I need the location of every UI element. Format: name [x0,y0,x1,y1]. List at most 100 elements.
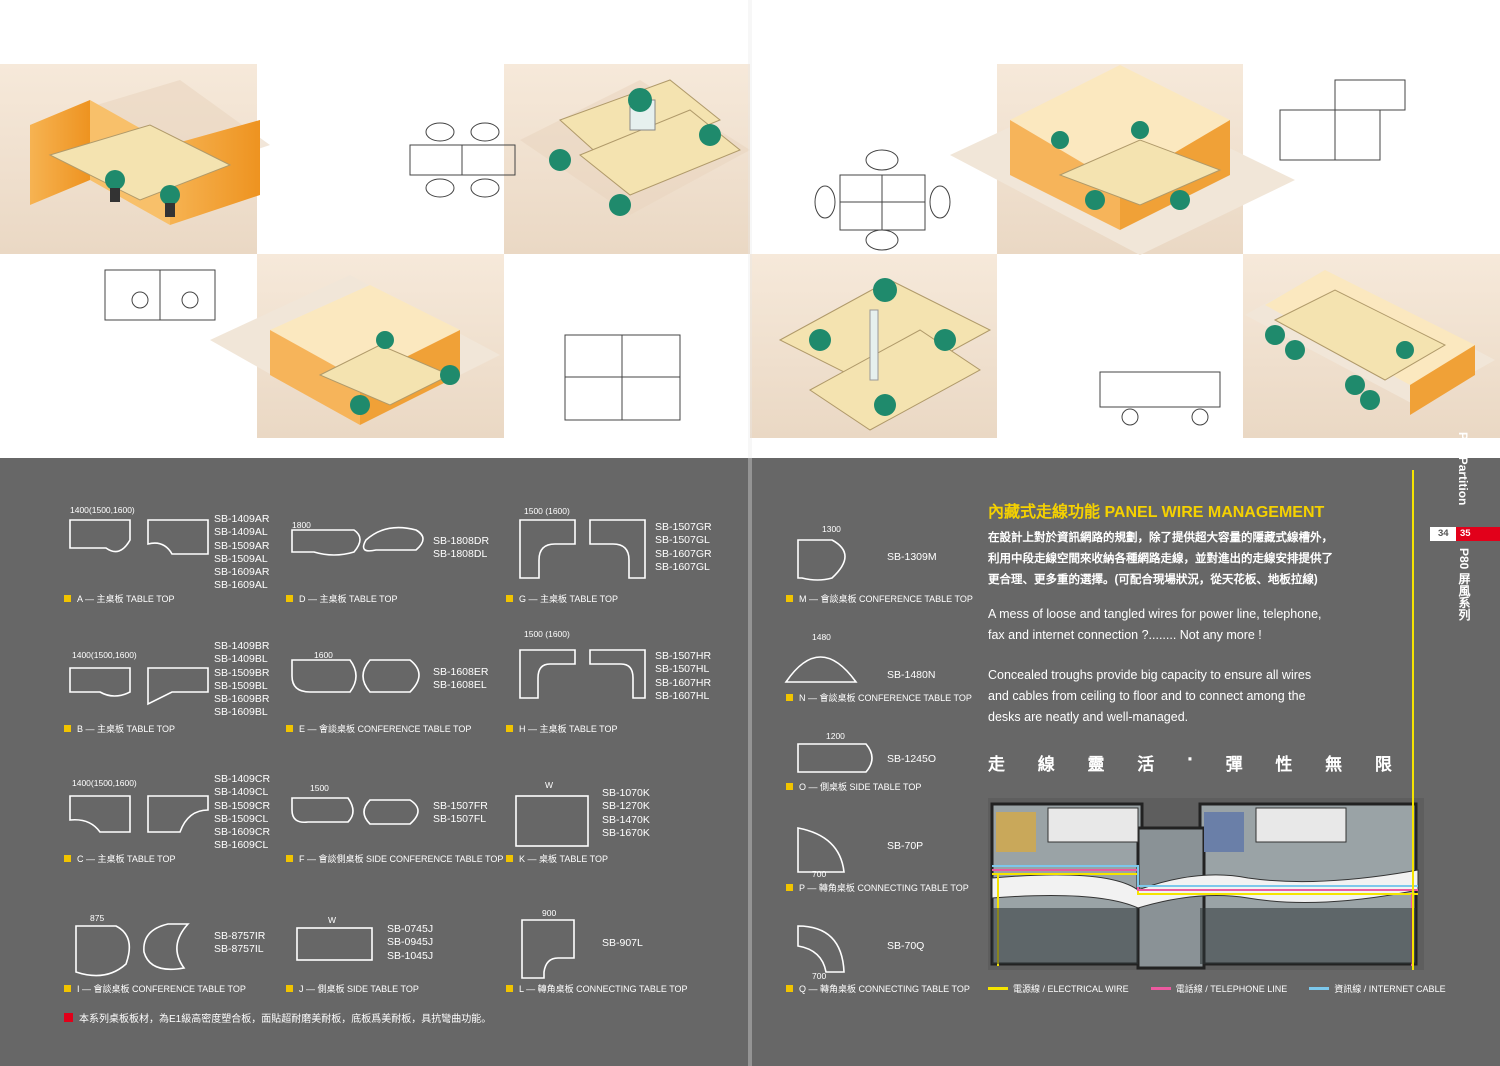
product-code: SB-1409CR [214,773,271,785]
product-code: SB-1507GR [655,521,712,533]
caption-q: Q — 轉角桌板 CONNECTING TABLE TOP [786,982,970,995]
workstation-renders [0,64,1500,438]
caption-g: G — 主桌板 TABLE TOP [506,592,618,605]
product-code: SB-1507GL [655,534,710,547]
product-code: SB-1607GL [655,560,710,573]
product-code: SB-1070K [602,787,650,799]
product-code: SB-1507FL [433,813,487,826]
product-code: SB-1608EL [433,679,487,692]
codes-p: SB-70P [887,840,923,853]
bullet-square-icon [286,985,293,992]
dim-j-width: W [328,915,336,925]
render-workstation-f [1245,270,1495,415]
bullet-square-icon [786,783,793,790]
product-code: SB-1509CL [214,812,269,825]
bullet-square-icon [64,855,71,862]
caption-p: P — 轉角桌板 CONNECTING TABLE TOP [786,881,969,894]
product-code: SB-1507HR [655,650,712,662]
series-title-zh: P80 屏風系列 [1457,548,1471,621]
shape-d-left [291,529,361,556]
caption-o: O — 側桌板 SIDE TABLE TOP [786,780,921,793]
product-code: SB-1808DL [433,548,488,561]
dim-l-width: 900 [542,908,556,918]
product-code: SB-1670K [602,826,650,839]
bullet-square-icon [506,855,513,862]
product-code: SB-1309M [887,551,937,563]
caption-n: N — 會談桌板 CONFERENCE TABLE TOP [786,691,972,704]
codes-m: SB-1309M [887,551,937,564]
product-code: SB-1507FR [433,800,488,812]
render-workstation-a [30,80,270,225]
product-code: SB-1509AL [214,552,268,565]
slogan: 走 線 靈 活 ‧ 彈 性 無 限 [988,750,1392,774]
floor-plan-a [409,122,516,198]
codes-l: SB-907L [602,937,643,950]
product-code: SB-1609CL [214,839,269,852]
caption-l: L — 轉角桌板 CONNECTING TABLE TOP [506,982,688,995]
product-code: SB-1609BL [214,706,268,719]
shape-i-left [75,925,131,977]
page-number-red [1456,527,1500,541]
product-code: SB-8757IL [214,943,264,956]
product-code: SB-70Q [887,940,925,952]
product-code: SB-1509CR [214,799,271,812]
shape-j [296,927,373,961]
bullet-square-icon [286,595,293,602]
dim-e-width: 1600 [314,650,333,660]
shape-f-left [291,797,354,824]
page-gutter [748,0,752,1066]
dim-p-depth: 700 [812,869,826,879]
dim-m-width: 1300 [822,524,841,534]
dim-b-width: 1400(1500,1600) [72,650,137,660]
caption-j: J — 側桌板 SIDE TABLE TOP [286,982,419,995]
yellow-rule [1412,470,1414,970]
product-code: SB-0945J [387,936,434,949]
floor-plan-e [564,334,681,421]
shape-b-left [69,667,131,697]
shape-l [521,919,575,979]
bullet-square-icon [786,884,793,891]
bullet-square-icon [786,985,793,992]
caption-f: F — 會談側桌板 SIDE CONFERENCE TABLE TOP [286,852,503,865]
caption-i: I — 會談桌板 CONFERENCE TABLE TOP [64,982,246,995]
render-workstation-b [520,79,750,216]
dim-o-width: 1200 [826,731,845,741]
product-code: SB-1409BL [214,653,268,666]
legend-internet: 資訊線 / INTERNET CABLE [1309,982,1446,995]
product-code: SB-1607HL [655,689,710,702]
panel-wire-en-intro: A mess of loose and tangled wires for po… [988,607,1322,642]
product-code: SB-1045J [387,949,434,962]
dim-a-width: 1400(1500,1600) [70,505,135,515]
product-code: SB-1609CR [214,826,271,839]
render-workstation-d [210,275,500,425]
product-code: SB-1409BR [214,640,270,652]
product-code: SB-1607HR [655,676,712,689]
bullet-square-icon [506,595,513,602]
electrical-line-swatch [988,987,1008,990]
shape-i-right [143,923,190,971]
bullet-square-icon [286,725,293,732]
render-workstation-c [950,65,1295,255]
shape-c-left [69,795,131,833]
legend-electrical: 電源線 / ELECTRICAL WIRE [988,982,1129,995]
product-code: SB-8757IR [214,930,266,942]
shape-a-left [69,519,131,553]
dim-k-width: W [545,780,553,790]
caption-b: B — 主桌板 TABLE TOP [64,722,175,735]
bullet-square-icon [286,855,293,862]
caption-a: A — 主桌板 TABLE TOP [64,592,175,605]
caption-d: D — 主桌板 TABLE TOP [286,592,398,605]
caption-c: C — 主桌板 TABLE TOP [64,852,176,865]
floor-plan-b [814,149,951,251]
bullet-red-square-icon [64,1013,73,1022]
product-code: SB-0745J [387,923,434,935]
panel-wire-en-body: Concealed troughs provide big capacity t… [988,668,1312,724]
shape-h-right [589,649,646,699]
product-code: SB-1480N [887,669,936,681]
